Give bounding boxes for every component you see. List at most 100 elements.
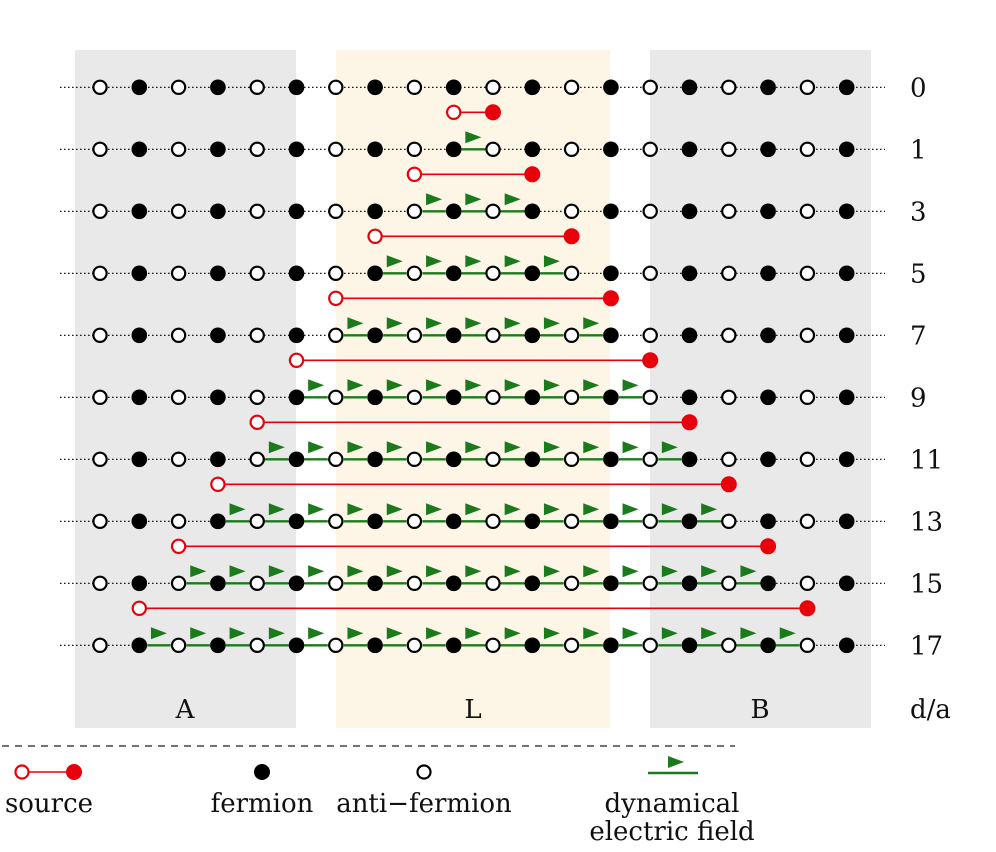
anti-fermion-site — [485, 575, 501, 592]
electric-field-arrow — [661, 627, 678, 640]
anti-fermion-site — [642, 637, 658, 654]
anti-fermion-site — [170, 513, 187, 530]
fermion-site — [131, 265, 148, 282]
electric-field-arrow — [386, 565, 403, 578]
fermion-site — [131, 389, 148, 406]
anti-fermion-site — [92, 141, 108, 157]
anti-fermion-site — [642, 79, 658, 96]
anti-fermion-site — [406, 141, 423, 157]
fermion-site — [367, 79, 383, 96]
anti-fermion-site — [721, 513, 737, 530]
anti-fermion-site — [485, 79, 501, 96]
region-A-background — [75, 50, 296, 728]
fermion-site — [367, 327, 383, 344]
electric-field-arrow — [622, 627, 639, 640]
fermion-site — [210, 141, 226, 158]
electric-field-arrow — [386, 317, 403, 330]
fermion-site — [367, 203, 383, 220]
anti-fermion-site — [249, 389, 265, 405]
electric-field-arrow — [504, 255, 521, 268]
electric-field-arrow — [543, 317, 560, 330]
anti-fermion-site — [563, 265, 580, 281]
anti-fermion-site — [721, 451, 737, 467]
anti-fermion-site — [799, 637, 816, 654]
electric-field-arrow — [583, 627, 600, 640]
anti-fermion-site — [642, 451, 658, 467]
source-anti-charge — [406, 166, 423, 182]
electric-field-arrow — [426, 565, 443, 578]
anti-fermion-site — [563, 327, 580, 343]
electric-field-arrow — [347, 503, 364, 516]
fermion-site — [760, 327, 776, 344]
electric-field-arrow — [504, 379, 521, 392]
electric-field-arrow — [426, 193, 443, 206]
source-anti-charge — [170, 538, 187, 555]
electric-field-arrow — [543, 503, 560, 516]
anti-fermion-site — [563, 637, 580, 654]
anti-fermion-site — [170, 575, 187, 592]
legend-source: source — [5, 764, 93, 819]
region-label-L: L — [464, 695, 481, 725]
electric-field-arrow — [308, 565, 325, 578]
fermion-site — [681, 513, 698, 530]
fermion-site — [445, 451, 462, 468]
anti-fermion-site — [170, 451, 187, 467]
electric-field-arrow — [504, 193, 521, 206]
fermion-site — [445, 203, 462, 220]
anti-fermion-site — [799, 265, 816, 281]
anti-fermion-site — [92, 265, 108, 281]
anti-fermion-site — [249, 637, 265, 654]
fermion-site — [603, 451, 619, 468]
electric-field-arrow — [543, 379, 560, 392]
electric-field-arrow — [190, 565, 207, 578]
fermion-site — [210, 513, 226, 530]
electric-field-arrow — [347, 441, 364, 454]
lattice-row: 5 — [60, 228, 927, 289]
anti-fermion-site — [170, 637, 187, 654]
electric-field-arrow — [308, 379, 325, 392]
anti-fermion-site — [485, 265, 501, 281]
electric-field-arrow — [661, 441, 678, 454]
anti-fermion-site — [563, 389, 580, 405]
fermion-site — [603, 141, 619, 158]
region-B-background — [650, 50, 871, 728]
electric-field-arrow — [347, 565, 364, 578]
source-charge — [720, 476, 737, 493]
fermion-site — [367, 265, 383, 282]
fermion-site — [603, 637, 619, 654]
fermion-site — [445, 265, 462, 282]
fermion-site — [210, 451, 226, 468]
anti-fermion-site — [642, 513, 658, 530]
electric-field-arrow — [543, 627, 560, 640]
electric-field-arrow — [229, 503, 246, 516]
fermion-site — [367, 141, 383, 158]
source-charge — [524, 166, 541, 183]
fermion-site — [210, 637, 226, 654]
fermion-site — [760, 637, 776, 654]
fermion-site — [131, 637, 148, 654]
electric-field-arrow — [426, 627, 443, 640]
anti-fermion-site — [563, 141, 580, 157]
source-anti-charge — [367, 228, 383, 244]
anti-fermion-site — [406, 389, 423, 405]
anti-fermion-site — [799, 203, 816, 219]
anti-fermion-site — [92, 79, 108, 96]
distance-label: 17 — [910, 631, 943, 661]
fermion-site — [681, 637, 698, 654]
anti-fermion-site — [485, 637, 501, 654]
fermion-site — [603, 389, 619, 406]
anti-fermion-site — [406, 513, 423, 530]
electric-field-arrow — [386, 503, 403, 516]
electric-field-arrow — [190, 627, 207, 640]
distance-label: 0 — [910, 73, 927, 103]
anti-fermion-site — [485, 513, 501, 530]
anti-fermion-site — [249, 141, 265, 157]
lattice-row: 9 — [60, 352, 927, 413]
fermion-site — [760, 265, 776, 282]
electric-field-arrow — [465, 255, 482, 268]
fermion-site — [524, 265, 541, 282]
electric-field-arrow — [583, 503, 600, 516]
lattice-row: 0 — [60, 73, 927, 103]
anti-fermion-site — [92, 327, 108, 343]
